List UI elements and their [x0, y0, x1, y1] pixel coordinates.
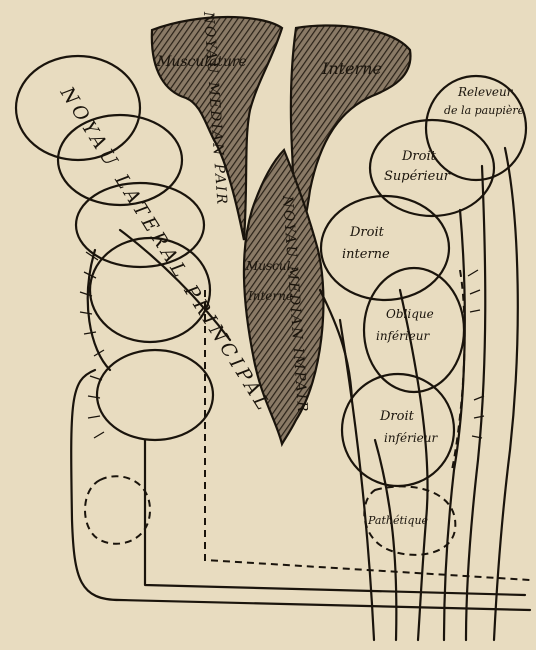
label-releveur-1: Releveur: [457, 85, 514, 99]
label-musculature: Musculature: [156, 54, 247, 70]
lateral-nucleus: [16, 56, 230, 440]
label-interne-top: Interne: [321, 59, 382, 78]
label-droit-inf-2: inférieur: [384, 431, 439, 445]
nerve-fibres: [340, 148, 518, 640]
label-oblique-2: inférieur: [376, 329, 431, 343]
label-releveur-2: de la paupière: [444, 104, 525, 117]
label-droit-inf-1: Droit: [379, 409, 415, 424]
label-droit-int-2: interne: [342, 247, 390, 262]
label-muscul: Muscul.: [245, 259, 294, 273]
label-droit-int-1: Droit: [349, 225, 385, 240]
label-droit-sup-2: Supérieur: [384, 169, 451, 184]
label-pathetique: Pathétique: [367, 514, 429, 527]
label-interne-mid: Interne: [247, 289, 293, 303]
label-oblique-1: Oblique: [386, 307, 434, 321]
label-droit-sup-1: Droit: [401, 149, 437, 164]
